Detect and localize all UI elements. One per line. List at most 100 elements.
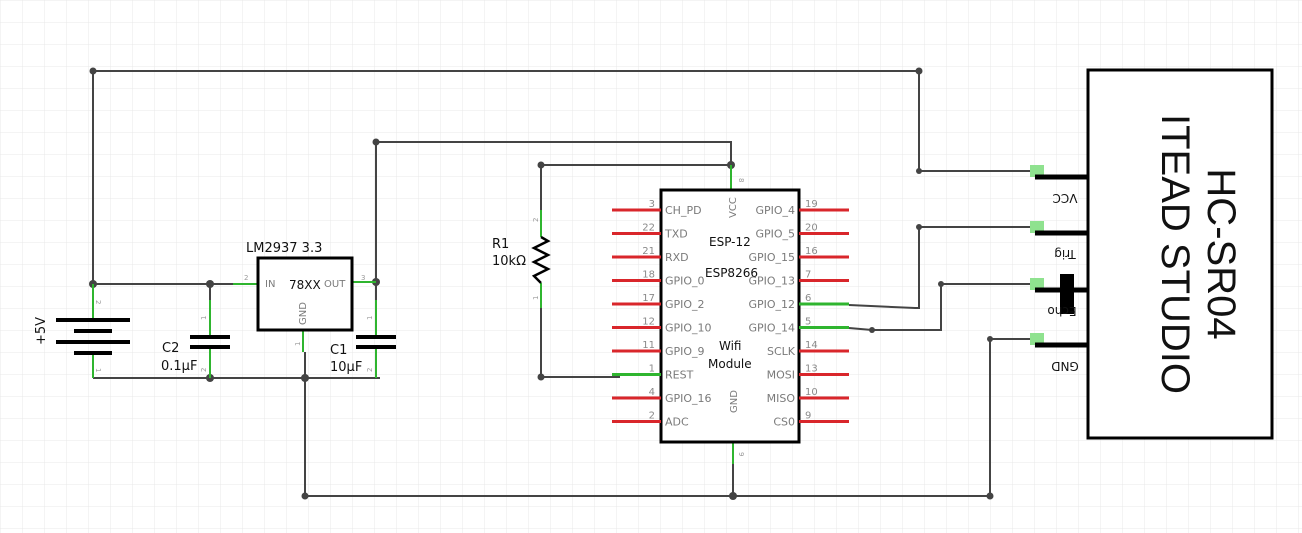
esp-left-pin-number: 21 <box>642 246 655 257</box>
regulator-gnd-label: GND <box>298 302 309 325</box>
esp-right-pin-number: 20 <box>805 223 818 234</box>
esp-title-1: ESP-12 <box>709 235 751 249</box>
hc-pin-trig-label: Trig <box>1054 247 1076 261</box>
esp-right-pin-number: 7 <box>805 270 811 281</box>
esp-right-pin-number: 5 <box>805 317 811 328</box>
esp-gnd-pin: 9 <box>737 452 745 456</box>
regulator-in-label: IN <box>265 279 275 290</box>
esp-title-3: Wifi <box>719 339 742 353</box>
wire-trig[interactable] <box>848 226 1035 309</box>
esp-right-pin-number: 14 <box>805 340 818 351</box>
esp-left-pin-number: 17 <box>642 293 655 304</box>
junction-dot <box>537 161 545 169</box>
esp-right-pin-label: MISO <box>767 392 796 405</box>
regulator-pin-gnd: 1 <box>294 342 302 346</box>
junction-dot <box>301 492 309 500</box>
esp-right-pin-number: 9 <box>805 411 811 422</box>
esp-title-2: ESP8266 <box>705 266 758 280</box>
esp-vcc-label: VCC <box>728 197 739 218</box>
esp-left-pin-number: 22 <box>642 223 655 234</box>
junction-dot <box>915 67 923 75</box>
esp-left-pin-label: RXD <box>665 251 689 264</box>
hc-pin-echo-pad <box>1030 278 1044 290</box>
esp-left-pin-label: GPIO_2 <box>665 298 705 311</box>
esp-right-pin-number: 6 <box>805 293 811 304</box>
junction-dot <box>987 336 993 342</box>
battery-pin-1: 1 <box>94 368 102 372</box>
esp-gnd-label: GND <box>729 390 740 413</box>
junction-dot <box>301 374 309 382</box>
esp-left-pin-number: 18 <box>642 270 655 281</box>
junction-dot <box>372 138 380 146</box>
c1-name: C1 <box>330 343 347 358</box>
r1-pin-1: 1 <box>532 296 540 300</box>
regulator-name: LM2937 3.3 <box>246 241 322 256</box>
c2-name: C2 <box>162 341 179 356</box>
junction-dot <box>916 224 922 230</box>
wire-echo[interactable] <box>848 283 1035 331</box>
r1-pin-2: 2 <box>532 218 540 222</box>
c1-value: 10µF <box>330 360 362 375</box>
esp-left-pin-label: TXD <box>664 228 688 241</box>
esp-left-pin-label: GPIO_0 <box>665 275 705 288</box>
esp-title-4: Module <box>708 357 752 371</box>
esp-left-pin-label: GPIO_10 <box>665 322 712 335</box>
junction-dot <box>729 492 737 500</box>
r1-name: R1 <box>492 237 509 252</box>
junction-dot <box>986 492 994 500</box>
hc-sr04-body <box>1086 68 1274 440</box>
esp-body <box>659 188 801 444</box>
esp-left-pin-label: CH_PD <box>665 204 702 217</box>
esp-left-pin-number: 4 <box>649 387 655 398</box>
esp-left-pin-number: 11 <box>642 340 655 351</box>
junction-dot <box>869 327 875 333</box>
junction-dot <box>916 168 922 174</box>
esp-vcc-pin: 8 <box>737 178 745 182</box>
esp-left-pin-label: GPIO_16 <box>665 392 712 405</box>
hc-pin-vcc-label: VCC <box>1053 191 1078 205</box>
esp-right-pins: 19GPIO_420GPIO_516GPIO_157GPIO_136GPIO_1… <box>748 199 849 429</box>
esp-left-pin-number: 2 <box>649 411 655 422</box>
esp-right-pin-label: GPIO_13 <box>748 275 795 288</box>
esp-right-pin-number: 19 <box>805 199 818 210</box>
hc-sr04-module[interactable]: HC-SR04 ITEAD STUDIO VCC Trig Echo GND <box>1030 68 1274 440</box>
esp-right-pin-label: GPIO_4 <box>755 204 795 217</box>
esp-right-pin-label: GPIO_15 <box>748 251 795 264</box>
esp-right-pin-label: CS0 <box>773 416 795 429</box>
regulator-lm2937[interactable]: 78XX IN OUT GND 2 3 1 LM2937 3.3 <box>233 241 376 352</box>
esp-left-pin-number: 3 <box>649 199 655 210</box>
junction-dot <box>206 280 214 288</box>
esp-right-pin-label: GPIO_14 <box>748 322 795 335</box>
hc-pin-trig-pad <box>1030 221 1044 233</box>
capacitor-c2[interactable]: 1 2 C2 0.1µF <box>161 300 230 378</box>
regulator-pin-out: 3 <box>361 274 365 282</box>
junction-dot <box>938 281 944 287</box>
esp-right-pin-number: 10 <box>805 387 818 398</box>
r1-value: 10kΩ <box>492 254 526 269</box>
hc-echo-marker <box>1060 274 1074 314</box>
regulator-out-label: OUT <box>324 279 346 290</box>
hc-pin-gnd-pad <box>1030 333 1044 345</box>
hc-pin-vcc-pad <box>1030 165 1044 177</box>
esp-left-pin-label: REST <box>665 369 694 382</box>
hc-pin-gnd-label: GND <box>1051 359 1079 373</box>
esp-right-pin-label: SCLK <box>767 345 796 358</box>
regulator-pin-in: 2 <box>244 274 248 282</box>
esp-right-pin-label: GPIO_12 <box>748 298 795 311</box>
hc-sr04-title: HC-SR04 <box>1199 168 1243 339</box>
regulator-body-label: 78XX <box>289 278 321 292</box>
esp-left-pin-label: GPIO_9 <box>665 345 705 358</box>
esp-right-pin-number: 13 <box>805 364 818 375</box>
esp8266-module[interactable]: VCC 8 GND 9 ESP-12 ESP8266 Wifi Module 3… <box>612 165 849 464</box>
battery-5v[interactable]: 2 1 +5V <box>34 284 130 378</box>
battery-label: +5V <box>34 317 49 345</box>
esp-left-pins: 3 CH_PD 22 TXD 21 RXD 18 GPIO_0 17 GPIO_2 1 2 GPIO_1… <box>612 199 712 429</box>
hc-sr04-brand: ITEAD STUDIO <box>1153 114 1197 394</box>
capacitor-c1[interactable]: 1 2 C1 10µF <box>330 300 396 378</box>
resistor-r1[interactable]: 2 1 R1 10kΩ <box>492 210 551 308</box>
c1-pin-2: 2 <box>366 368 374 372</box>
hc-pin-echo-label: Echo <box>1047 304 1076 318</box>
esp-left-pin-number: 1 <box>649 364 655 375</box>
